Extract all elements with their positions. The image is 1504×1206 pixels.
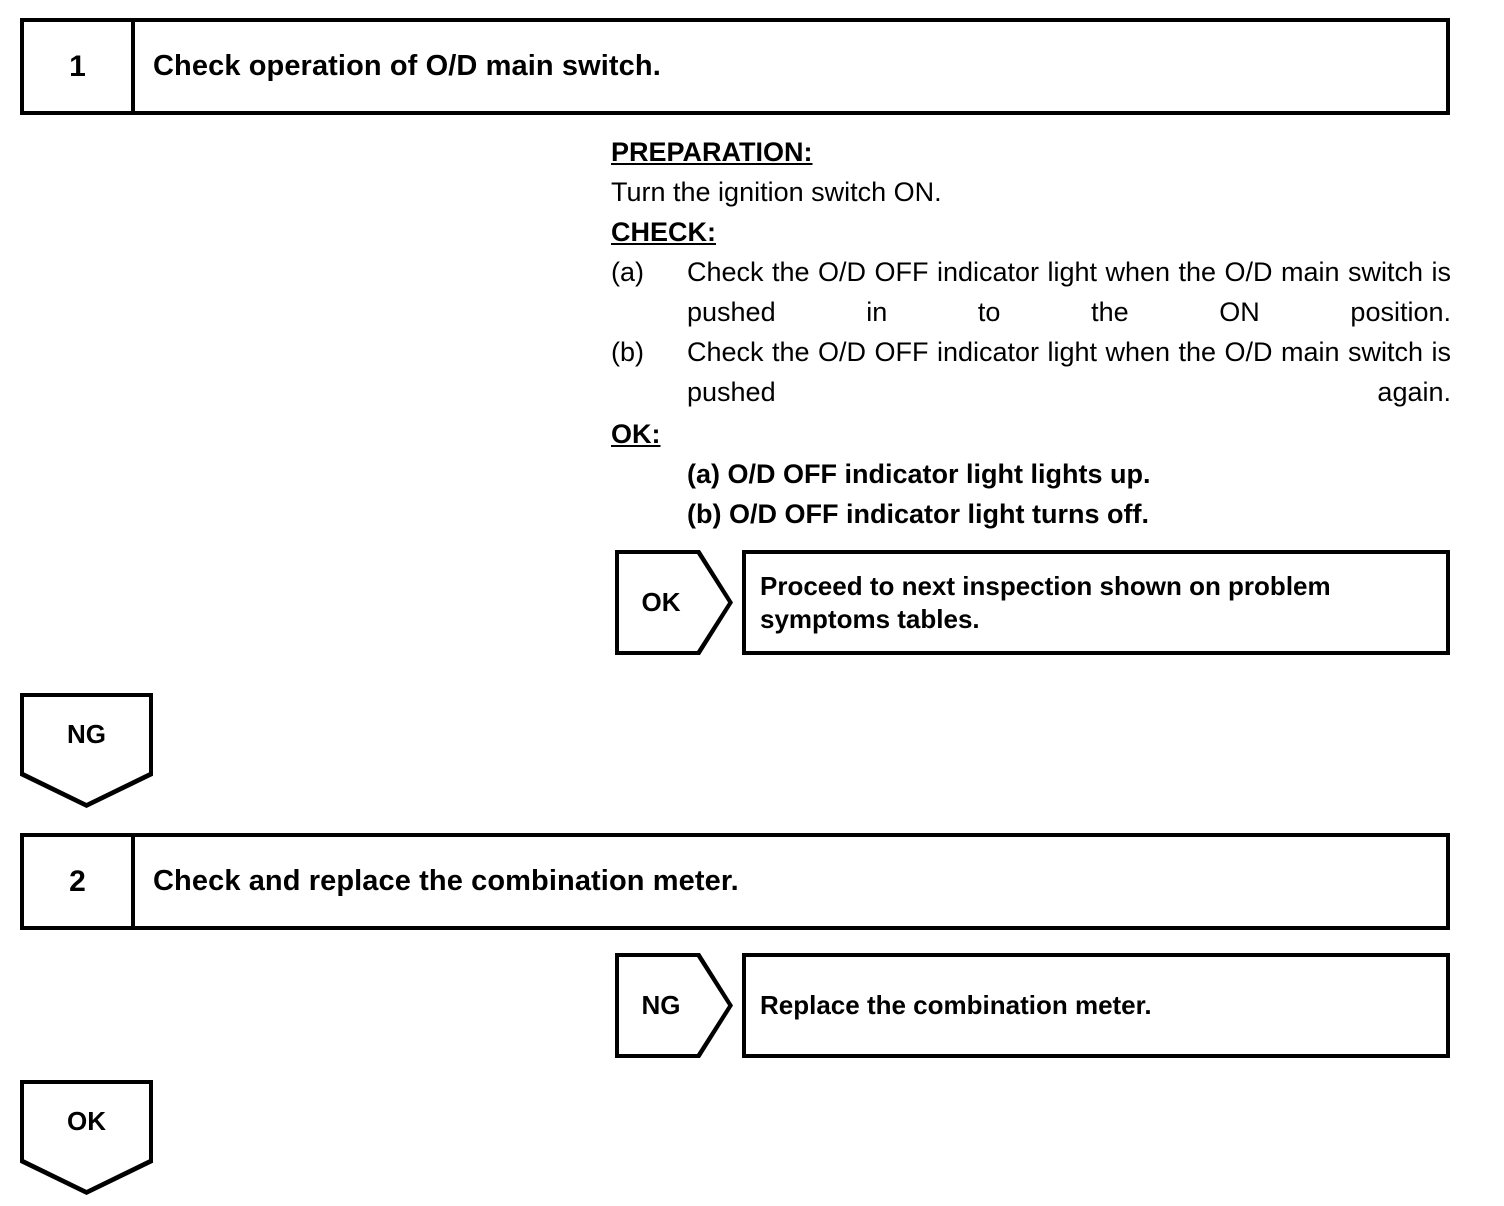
check-item-text: Check the O/D OFF indicator light when t… [687,337,1451,407]
step-1-header: 1 Check operation of O/D main switch. [20,18,1450,115]
check-item: (a) Check the O/D OFF indicator light wh… [611,252,1451,332]
ok-item: (b) O/D OFF indicator light turns off. [687,499,1149,529]
check-item-marker: (b) [611,337,644,367]
check-heading: CHECK: [611,217,716,247]
branch-tag-label: NG [67,718,106,749]
ok-items-list: (a) O/D OFF indicator light lights up. (… [687,454,1451,534]
result-box-text: Proceed to next inspection shown on prob… [760,570,1331,634]
branch-tag-ok-step2: OK [20,1080,153,1195]
result-box-text: Replace the combination meter. [760,990,1152,1020]
step-2-title: Check and replace the combination meter. [153,865,739,897]
ok-item: (a) O/D OFF indicator light lights up. [687,459,1151,489]
branch-tag-label: OK [641,587,681,617]
step-2-number: 2 [24,837,135,926]
step-1-instructions: PREPARATION: Turn the ignition switch ON… [611,132,1451,534]
step-1-number: 1 [24,22,135,111]
preparation-heading: PREPARATION: [611,137,813,167]
branch-tag-ng-step2: NG [615,953,733,1058]
check-item-text: Check the O/D OFF indicator light when t… [687,257,1451,327]
preparation-text: Turn the ignition switch ON. [611,177,942,207]
check-items-list: (a) Check the O/D OFF indicator light wh… [611,252,1451,412]
branch-tag-label: NG [641,990,681,1020]
ok-heading: OK: [611,419,661,449]
result-box-step1-ok: Proceed to next inspection shown on prob… [742,550,1450,655]
branch-tag-label: OK [67,1105,106,1136]
check-item: (b) Check the O/D OFF indicator light wh… [611,332,1451,412]
step-1-title: Check operation of O/D main switch. [153,50,661,82]
branch-tag-ng-step1: NG [20,693,153,808]
result-box-step2-ng: Replace the combination meter. [742,953,1450,1058]
branch-tag-ok-step1: OK [615,550,733,655]
check-item-marker: (a) [611,257,644,287]
step-2-header: 2 Check and replace the combination mete… [20,833,1450,930]
